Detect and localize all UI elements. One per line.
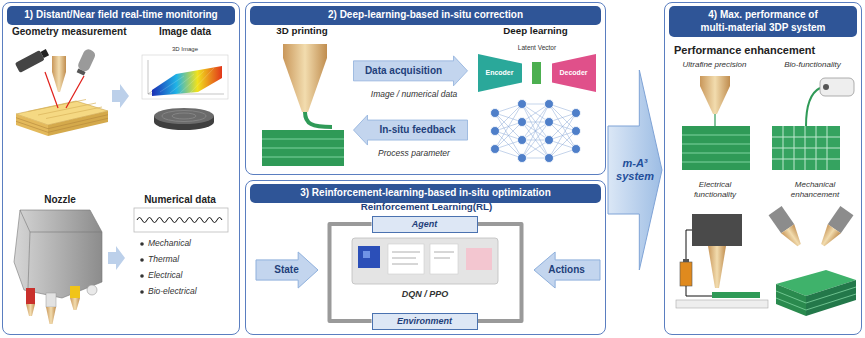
feature-caption: Electrical functionality [680, 180, 750, 199]
panel-heading: 1) Distant/Near field real-time monitori… [11, 9, 231, 22]
group-heading: Deep learning [472, 24, 600, 37]
system-arrow: m-A³ system [608, 70, 662, 270]
block-arrow: Actions [534, 252, 600, 288]
feature-caption: Ultrafine precision [672, 60, 757, 70]
section-label: Nozzle [20, 194, 100, 206]
group-heading: Reinforcement Learning(RL) [322, 200, 532, 213]
arrow-subtitle: Process parameter [352, 148, 476, 158]
loop-connector [330, 224, 372, 321]
shape-label: Encoder [485, 69, 513, 76]
group-region: Reinforcement Learning(RL) AgentEnvironme… [322, 200, 532, 332]
connector-label: In-situ feedback [377, 124, 457, 136]
feature-caption: Bio-functionality [770, 60, 855, 70]
group-heading: 3D printing [255, 24, 350, 37]
decoder-trapezoid-fill [552, 54, 596, 92]
bullet-item: Bio-electrical [148, 286, 228, 296]
header-bar: 4) Max. performance of multi-material 3D… [669, 6, 857, 37]
ultrafine-illustration [682, 76, 750, 170]
arrow-label: Actions [548, 264, 585, 275]
block-arrow: State [256, 252, 318, 288]
bullet-dots [140, 242, 144, 294]
plot-title: 3D Image [165, 46, 205, 53]
connector-label: Data acquisition [363, 65, 444, 77]
process-box: Environment [372, 313, 478, 330]
chevron-arrow [112, 84, 129, 108]
box-label: Environment [397, 316, 452, 326]
header-bar: 3) Reinforcement-learning-based in-situ … [250, 184, 601, 203]
header-bar: 2) Deep-learning-based in-situ correctio… [250, 6, 601, 25]
arrow-subtitle: Image / numerical data [352, 89, 476, 99]
encoder-trapezoid: Encoder [478, 54, 522, 92]
system-arrow-fill [608, 70, 662, 270]
arrow-label: State [274, 264, 298, 275]
header-bar: 1) Distant/Near field real-time monitori… [7, 6, 235, 25]
section-label: Numerical data [130, 194, 230, 206]
shape-label: Decoder [559, 69, 587, 76]
block-arrow-connector [354, 115, 468, 145]
feature-caption: Mechanical enhancement [775, 180, 855, 199]
signal-plot [134, 208, 228, 232]
3d-surface-plot [142, 55, 228, 99]
block-arrow-fill [256, 252, 318, 288]
encoder-trapezoid-fill [478, 54, 522, 92]
decoder-trapezoid: Decoder [552, 54, 596, 92]
panel-frame: 1) Distant/Near field real-time monitori… [2, 2, 240, 335]
box-label: Agent [412, 219, 438, 229]
neural-network-illustration [491, 100, 581, 163]
group-region: 3D printing [255, 24, 350, 172]
laser-measurement-illustration [15, 47, 108, 136]
electrical-illustration [676, 214, 768, 308]
bullet-item: Electrical [148, 270, 228, 280]
loop-connector [478, 224, 522, 321]
section-label: Performance enhancement [674, 44, 854, 57]
panel-heading: 2) Deep-learning-based in-situ correctio… [254, 9, 597, 22]
algorithm-label: DQN / PPO [385, 289, 465, 300]
mechanical-illustration [769, 206, 856, 316]
arrow-label: m-A³ system [612, 157, 658, 182]
rl-screenshot [352, 238, 498, 284]
section-label: Image data [140, 26, 230, 38]
bullet-item: Mechanical [148, 238, 228, 248]
panel-heading: 3) Reinforcement-learning-based in-situ … [254, 187, 597, 200]
panel-heading: 4) Max. performance of multi-material 3D… [701, 9, 826, 34]
bio-illustration [772, 78, 854, 170]
scanned-disc [154, 108, 214, 130]
bullet-item: Thermal [148, 254, 228, 264]
block-arrow-connector [354, 56, 468, 86]
process-box: Agent [372, 216, 478, 233]
multi-nozzle-illustration [14, 210, 102, 324]
panel-frame: 3) Reinforcement-learning-based in-situ … [245, 180, 606, 335]
chevron-arrow [108, 246, 125, 270]
printing-nozzle-illustration [262, 44, 344, 166]
section-label: Geometry measurement [12, 26, 137, 38]
vector-label: Latent Vector [512, 44, 562, 52]
latent-vector-bar [532, 62, 541, 84]
block-arrow-fill [534, 252, 600, 288]
